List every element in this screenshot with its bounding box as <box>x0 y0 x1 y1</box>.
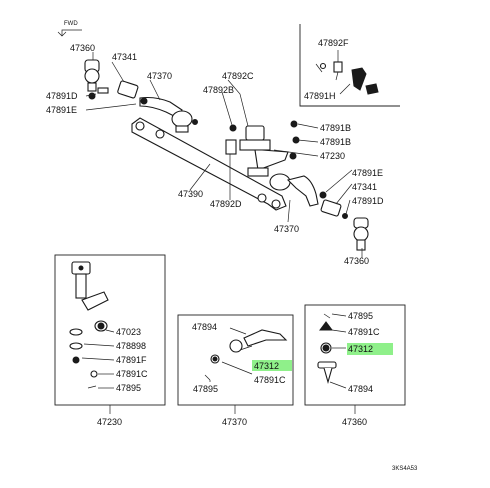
box-47370-item-1: 47894 <box>192 322 217 332</box>
callout-47891b-b: 47891B <box>320 137 351 147</box>
relay-rod <box>131 117 287 211</box>
tie-rod-end-right <box>353 217 369 251</box>
callout-47891e-left: 47891E <box>46 105 77 115</box>
box-47360-item-1: 47895 <box>348 311 373 321</box>
callout-47891e-right: 47891E <box>352 168 383 178</box>
main-assembly: 47360 47341 47370 47891D 47891E 47892C 4… <box>46 43 384 266</box>
box-47370: 47894 47312 47891C 47895 47370 <box>177 314 294 427</box>
box-47360-item-3: 47312 <box>348 344 373 354</box>
tie-rod-left <box>139 96 198 133</box>
callout-47892d: 47892D <box>210 199 242 209</box>
tie-rod-end-left <box>84 59 109 100</box>
callout-47370-top: 47370 <box>147 71 172 81</box>
box-47230-title: 47230 <box>97 417 122 427</box>
callout-47892b: 47892B <box>203 85 234 95</box>
callout-47891d-right: 47891D <box>352 196 384 206</box>
callout-47892f: 47892F <box>318 38 349 48</box>
callout-47341-right: 47341 <box>352 182 377 192</box>
inset-top-right: 47892F 47891H <box>299 24 400 107</box>
fwd-label: FWD <box>64 21 78 27</box>
adjusting-sleeve-right <box>320 199 348 219</box>
box-47360: 47895 47891C 47312 47894 47360 <box>304 304 406 427</box>
callout-47360-bottom: 47360 <box>344 256 369 266</box>
callout-47892c: 47892C <box>222 71 254 81</box>
box-47230-item-3: 47891F <box>116 355 147 365</box>
box-47370-item-3: 47891C <box>254 375 286 385</box>
callout-47891d-left: 47891D <box>46 91 78 101</box>
box-47360-item-4: 47894 <box>348 384 373 394</box>
callout-47370-bottom: 47370 <box>274 224 299 234</box>
callout-47230: 47230 <box>320 151 345 161</box>
idler-arm-bracket <box>225 120 300 177</box>
fwd-arrow-icon <box>57 29 82 37</box>
box-47230-item-4: 47891C <box>116 369 148 379</box>
adjusting-sleeve-left <box>117 80 139 99</box>
box-47230-item-5: 47895 <box>116 383 141 393</box>
box-47370-item-2: 47312 <box>254 361 279 371</box>
fwd-indicator: FWD <box>57 21 82 37</box>
callout-47891b-a: 47891B <box>320 123 351 133</box>
box-47370-item-4: 47895 <box>193 384 218 394</box>
box-47360-title: 47360 <box>342 417 367 427</box>
callout-47341-left: 47341 <box>112 52 137 62</box>
callout-47390: 47390 <box>178 189 203 199</box>
box-47230-item-2: 478898 <box>116 341 146 351</box>
tie-rod-right <box>269 173 327 207</box>
box-47230: 47023 478898 47891F 47891C 47895 47230 <box>54 254 166 427</box>
diagram-code: 3KS4A53 <box>392 466 418 472</box>
callout-47891h: 47891H <box>304 91 336 101</box>
callout-47360-top: 47360 <box>70 43 95 53</box>
box-47370-title: 47370 <box>222 417 247 427</box>
box-47230-item-1: 47023 <box>116 327 141 337</box>
box-47360-item-2: 47891C <box>348 327 380 337</box>
